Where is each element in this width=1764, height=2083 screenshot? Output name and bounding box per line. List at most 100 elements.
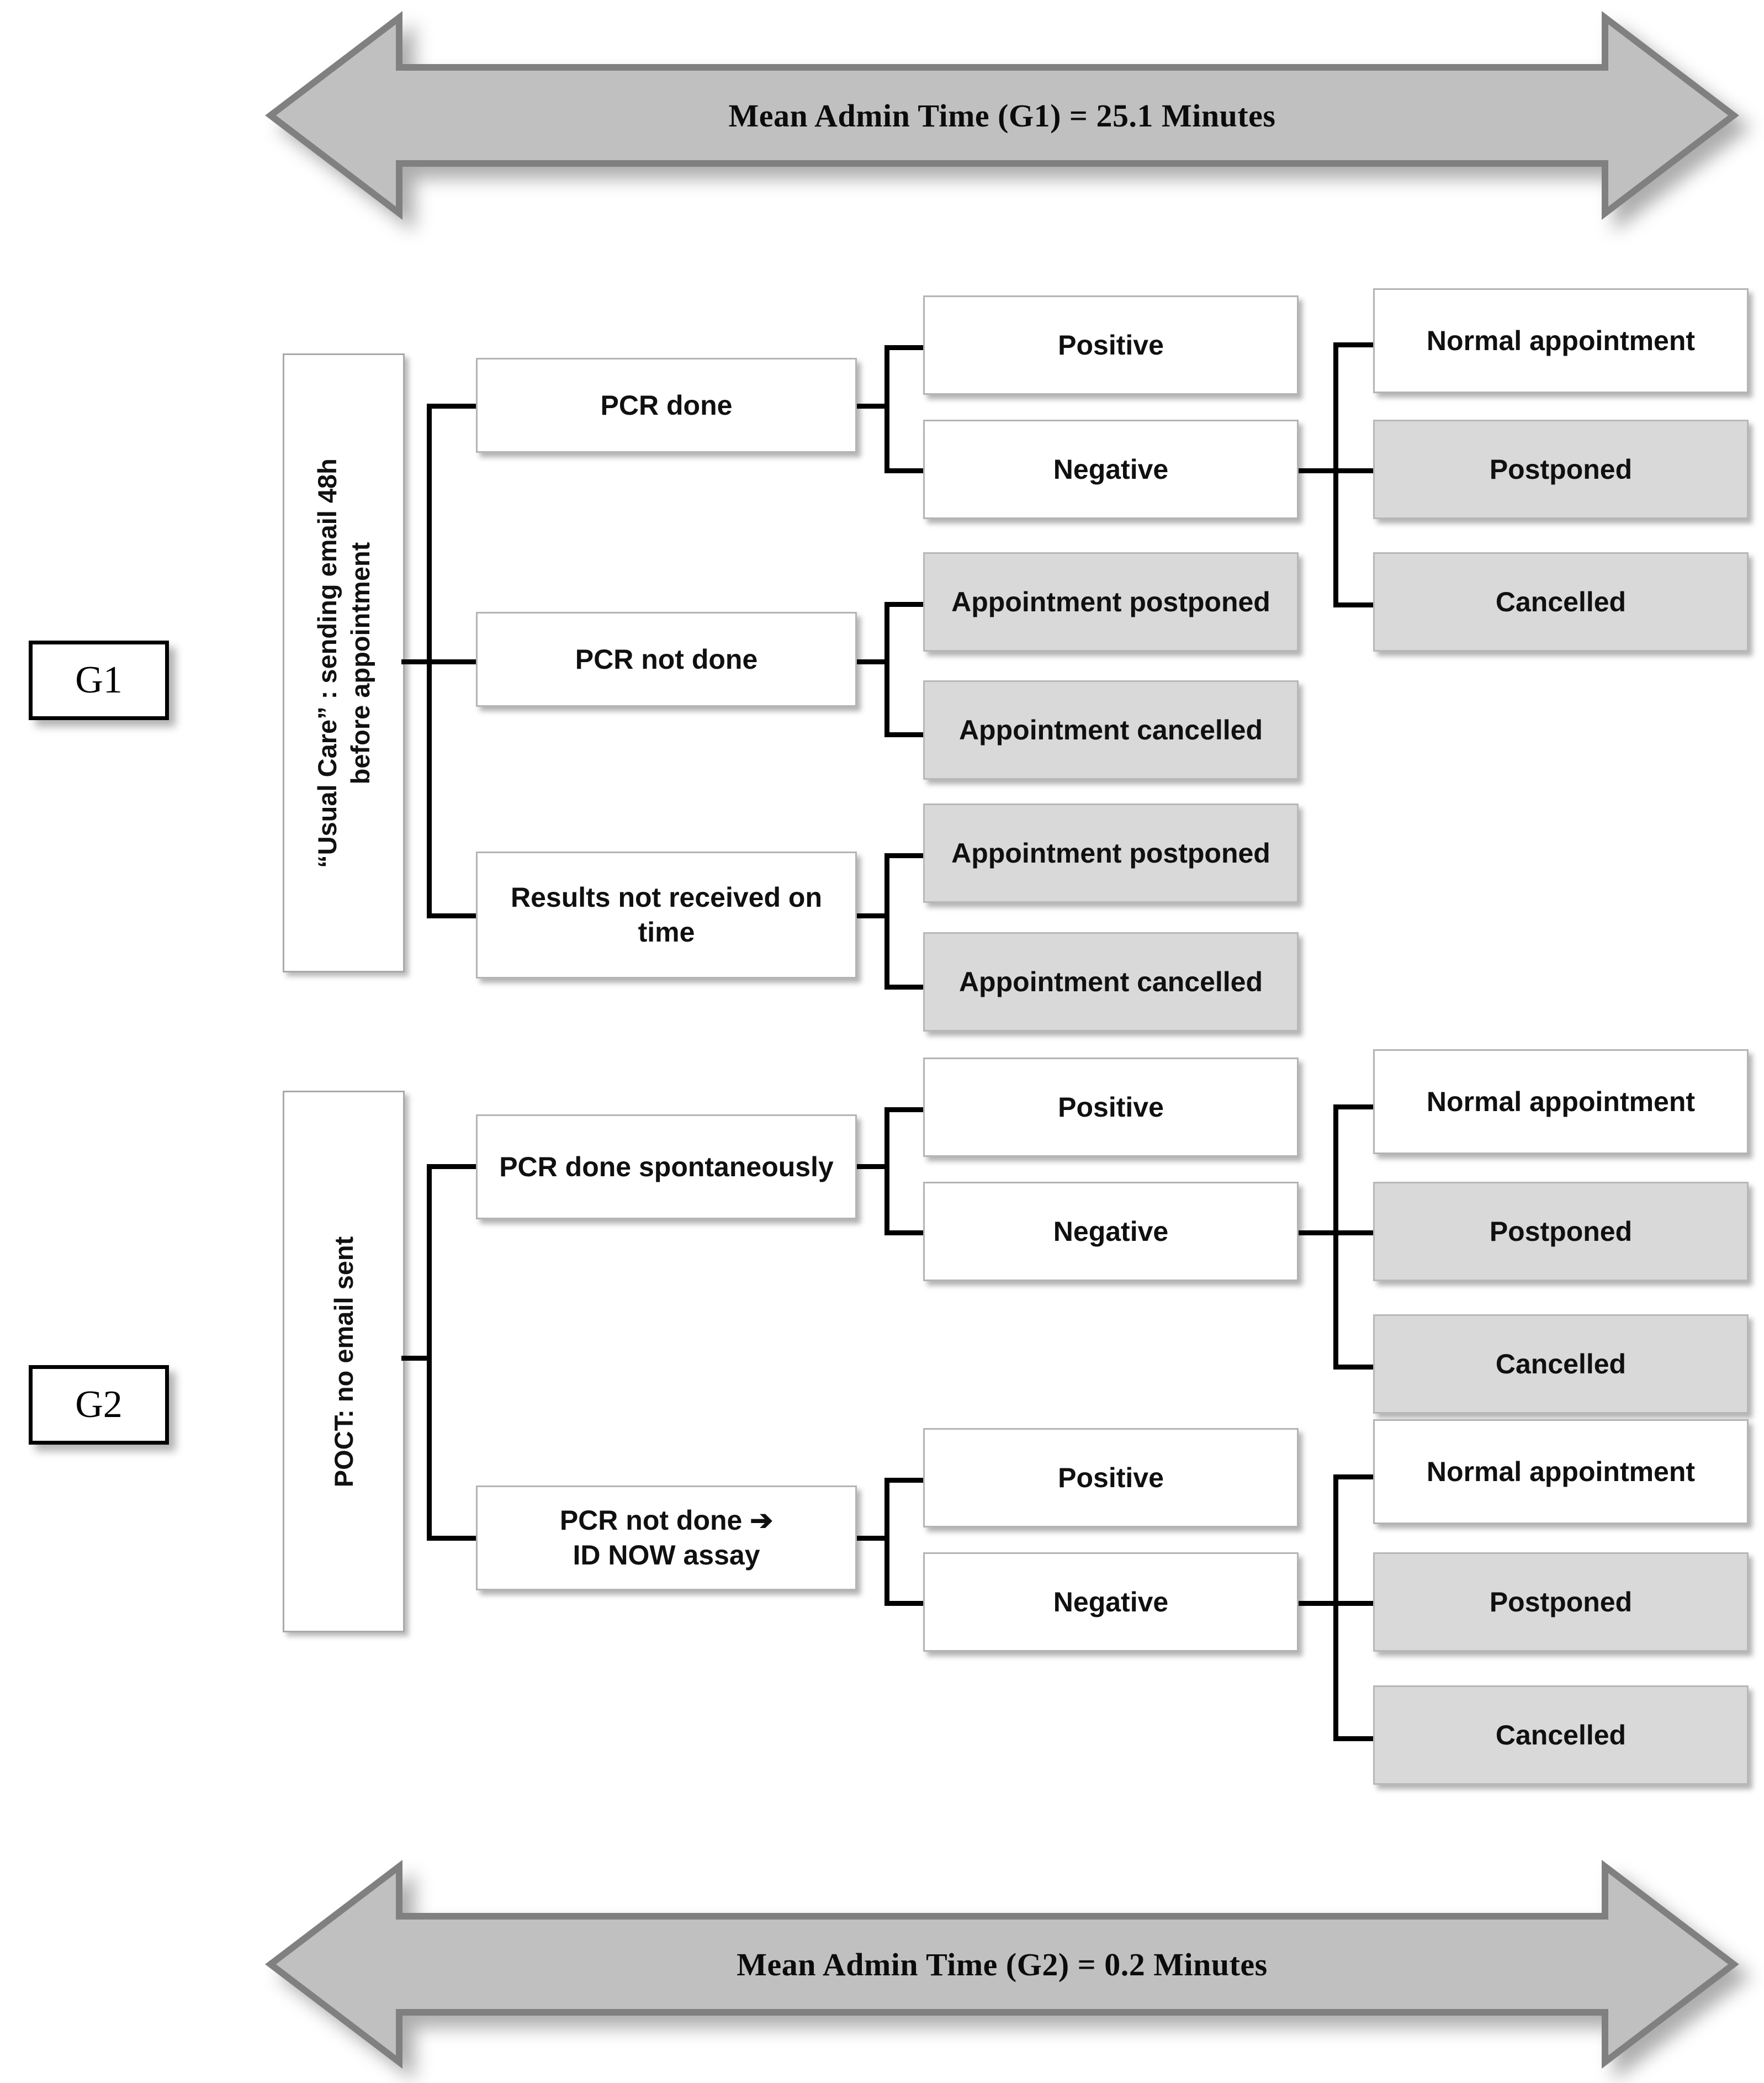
g2-trunk-stub [401, 1356, 432, 1361]
g1-b1-spine [884, 345, 889, 473]
g1-result-appointment-postponed-a: Appointment postponed [923, 552, 1299, 652]
g1-trunk-stub [401, 659, 432, 664]
g1-outcome-postponed: Postponed [1373, 420, 1749, 519]
g1-result-6-label: Appointment cancelled [958, 966, 1263, 997]
g2-result-4-label: Negative [1053, 1586, 1169, 1617]
g1-result-appointment-cancelled-b: Appointment cancelled [923, 932, 1299, 1032]
g1-b3-stub [857, 913, 887, 918]
g1-result-appointment-postponed-b: Appointment postponed [923, 803, 1299, 903]
g1-neg-stub [1299, 468, 1337, 473]
g2-outcome-bot-spine [1333, 1474, 1338, 1741]
g1-b2-stub [857, 659, 887, 664]
bottom-mean-admin-time-arrow: Mean Admin Time (G2) = 0.2 Minutes [265, 1855, 1739, 2074]
g1-result-1-label: Positive [1058, 329, 1164, 361]
g2-b2-out-2 [884, 1601, 926, 1606]
g1-b2-out-1 [884, 602, 926, 607]
g2-result-2-label: Negative [1053, 1215, 1169, 1247]
right-arrow-icon: ➔ [750, 1505, 774, 1536]
g2-branch-stub-1 [427, 1164, 479, 1169]
g1-result-appointment-cancelled-a: Appointment cancelled [923, 680, 1299, 780]
g1-trunk-box: “Usual Care” : sending email 48h before … [283, 353, 405, 972]
g1-result-positive: Positive [923, 295, 1299, 395]
g2-branch-spine [427, 1164, 432, 1541]
g1-outcome-out-3 [1333, 602, 1378, 607]
g2-branch-2-text: PCR not done ➔ ID NOW assay [560, 1503, 773, 1573]
arrow-shape [265, 10, 1739, 220]
g2-outcome-top-3-label: Cancelled [1495, 1348, 1627, 1379]
g1-branch-stub-1 [427, 404, 479, 409]
g1-branch-1-label: PCR done [600, 389, 733, 421]
g1-outcome-out-2 [1333, 468, 1378, 473]
arrow-shape [265, 1859, 1739, 2069]
g2-outcome-bot-out-1 [1333, 1474, 1378, 1479]
g2-result-3-label: Positive [1058, 1462, 1164, 1493]
top-mean-admin-time-arrow: Mean Admin Time (G1) = 25.1 Minutes [265, 7, 1739, 225]
g2-result-negative-b: Negative [923, 1552, 1299, 1652]
g2-outcome-bot-2-label: Postponed [1489, 1586, 1633, 1617]
g2-trunk-text: POCT: no email sent [327, 1236, 360, 1487]
g2-outcome-bot-out-3 [1333, 1736, 1378, 1741]
g1-branch-pcr-not-done: PCR not done [476, 612, 857, 707]
g1-outcome-out-1 [1333, 342, 1378, 347]
g2-b1-spine [884, 1107, 889, 1235]
g2-outcome-top-out-3 [1333, 1365, 1378, 1370]
g1-b3-out-2 [884, 985, 926, 990]
g2-b1-out-1 [884, 1107, 926, 1112]
g1-result-negative: Negative [923, 420, 1299, 519]
g1-branch-pcr-done: PCR done [476, 358, 857, 453]
g1-result-4-label: Appointment cancelled [958, 714, 1263, 746]
g2-branch-2-label-post: ID NOW assay [573, 1540, 760, 1571]
g2-branch-pcr-done-spontaneously: PCR done spontaneously [476, 1114, 857, 1219]
g1-branch-3-label: Results not received on time [510, 882, 823, 948]
g2-b2-spine [884, 1478, 889, 1606]
g2-outcome-bot-out-2 [1333, 1601, 1378, 1606]
g1-outcome-normal-appointment: Normal appointment [1373, 288, 1749, 393]
g1-result-5-label: Appointment postponed [951, 837, 1270, 869]
g2-outcome-bottom-postponed: Postponed [1373, 1552, 1749, 1652]
g2-b1-out-2 [884, 1230, 926, 1235]
g2-branch-stub-2 [427, 1536, 479, 1541]
g1-outcome-1-label: Normal appointment [1426, 325, 1696, 356]
g2-neg-b-stub [1299, 1601, 1337, 1606]
g2-result-positive-b: Positive [923, 1428, 1299, 1527]
g2-outcome-top-cancelled: Cancelled [1373, 1314, 1749, 1414]
g2-outcome-top-out-2 [1333, 1230, 1378, 1235]
g1-branch-stub-3 [427, 913, 479, 918]
g2-trunk-box: POCT: no email sent [283, 1091, 405, 1632]
g2-branch-pcr-not-done-id-now: PCR not done ➔ ID NOW assay [476, 1485, 857, 1590]
g1-result-2-label: Negative [1053, 453, 1169, 485]
g2-branch-1-label: PCR done spontaneously [499, 1151, 834, 1182]
g1-branch-2-label: PCR not done [575, 643, 758, 675]
g1-b3-out-1 [884, 853, 926, 858]
g1-trunk-line2: before appointment [345, 542, 375, 784]
g2-result-negative-a: Negative [923, 1182, 1299, 1281]
g1-b3-spine [884, 853, 889, 990]
group-tag-g2: G2 [29, 1365, 169, 1445]
g2-trunk-line1: POCT: no email sent [329, 1236, 358, 1487]
g1-b1-stub [857, 404, 887, 409]
g2-neg-a-stub [1299, 1230, 1337, 1235]
g2-b2-out-1 [884, 1478, 926, 1483]
g1-branch-results-not-received: Results not received on time [476, 852, 857, 979]
g2-b2-stub [857, 1536, 887, 1541]
g2-outcome-bot-1-label: Normal appointment [1426, 1456, 1696, 1487]
g1-b1-out-1 [884, 345, 926, 350]
g1-outcome-3-label: Cancelled [1495, 586, 1627, 617]
g1-outcome-cancelled: Cancelled [1373, 552, 1749, 652]
g2-outcome-top-spine [1333, 1104, 1338, 1370]
group-tag-g2-label: G2 [75, 1383, 123, 1426]
g2-outcome-top-2-label: Postponed [1489, 1215, 1633, 1247]
g1-b2-out-2 [884, 732, 926, 737]
g1-result-3-label: Appointment postponed [951, 586, 1270, 617]
g1-trunk-text: “Usual Care” : sending email 48h before … [310, 458, 377, 868]
g2-outcome-bottom-normal-appointment: Normal appointment [1373, 1419, 1749, 1524]
g1-trunk-line1: “Usual Care” : sending email 48h [312, 458, 342, 868]
group-tag-g1: G1 [29, 641, 169, 720]
g1-outcome-spine [1333, 342, 1338, 607]
group-tag-g1-label: G1 [75, 659, 123, 701]
g1-outcome-2-label: Postponed [1489, 453, 1633, 485]
g2-outcome-bot-3-label: Cancelled [1495, 1719, 1627, 1751]
g2-result-1-label: Positive [1058, 1091, 1164, 1123]
g2-outcome-top-postponed: Postponed [1373, 1182, 1749, 1281]
